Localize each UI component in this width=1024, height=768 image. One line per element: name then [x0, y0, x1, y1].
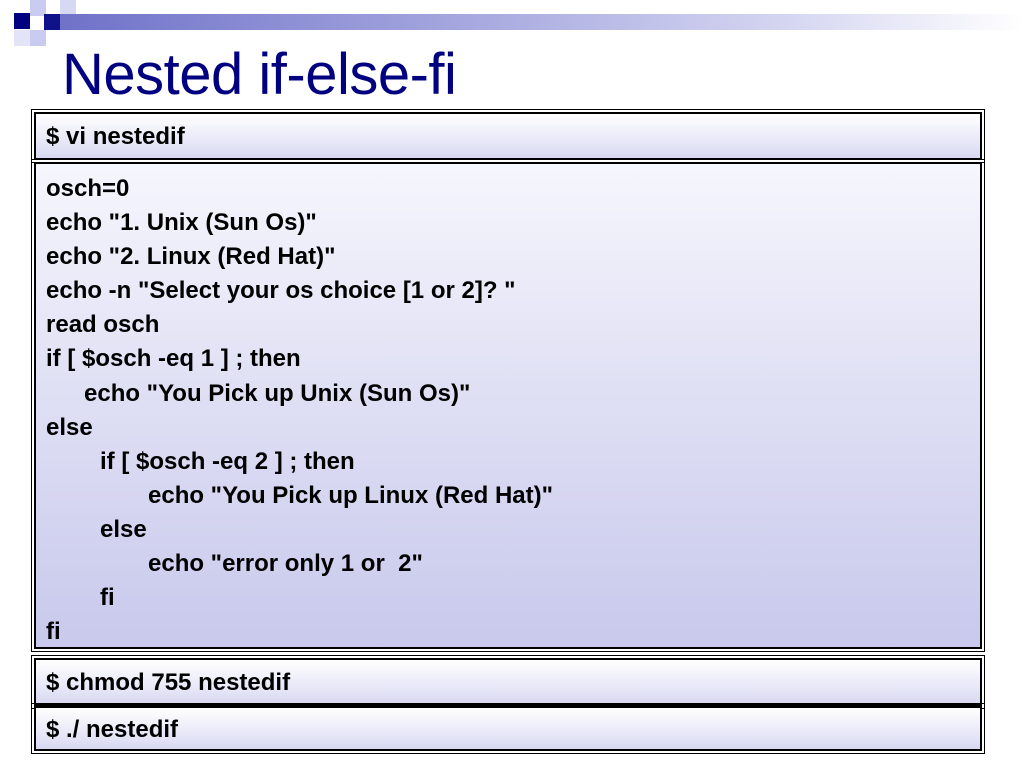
code-line: osch=0 [46, 175, 130, 202]
slide-title: Nested if-else-fi [62, 42, 457, 107]
code-line: else [46, 413, 93, 441]
command-box-chmod: $ chmod 755 nestedif [31, 655, 985, 709]
code-line: else [100, 515, 147, 543]
code-line: echo "You Pick up Unix (Sun Os)" [84, 379, 471, 407]
code-line: fi [46, 618, 61, 646]
command-box-edit: $ vi nestedif [31, 109, 985, 163]
decor-square-navy [14, 13, 30, 29]
code-line: if [ $osch -eq 2 ] ; then [100, 447, 355, 475]
command-box-run: $ ./ nestedif [31, 703, 985, 754]
decor-square-light [14, 30, 30, 46]
code-line: echo "error only 1 or 2" [148, 550, 423, 578]
code-line: fi [100, 584, 115, 612]
decor-square-light [60, 0, 76, 16]
decor-square-navy [44, 14, 60, 30]
code-line: echo -n "Select your os choice [1 or 2]?… [46, 277, 516, 305]
command-text: $ chmod 755 nestedif [46, 669, 291, 696]
command-text: $ vi nestedif [46, 123, 185, 150]
decor-square-light [30, 0, 46, 16]
script-code-box: osch=0 echo "1. Unix (Sun Os)" echo "2. … [31, 159, 985, 652]
code-line: echo "2. Linux (Red Hat)" [46, 243, 336, 271]
header-gradient-bar [60, 14, 1024, 30]
code-line: echo "1. Unix (Sun Os)" [46, 209, 317, 237]
code-line: read osch [46, 311, 160, 339]
command-text: $ ./ nestedif [46, 716, 179, 743]
code-line: echo "You Pick up Linux (Red Hat)" [148, 481, 554, 509]
code-line: if [ $osch -eq 1 ] ; then [46, 345, 301, 373]
decor-square-light [30, 30, 46, 46]
